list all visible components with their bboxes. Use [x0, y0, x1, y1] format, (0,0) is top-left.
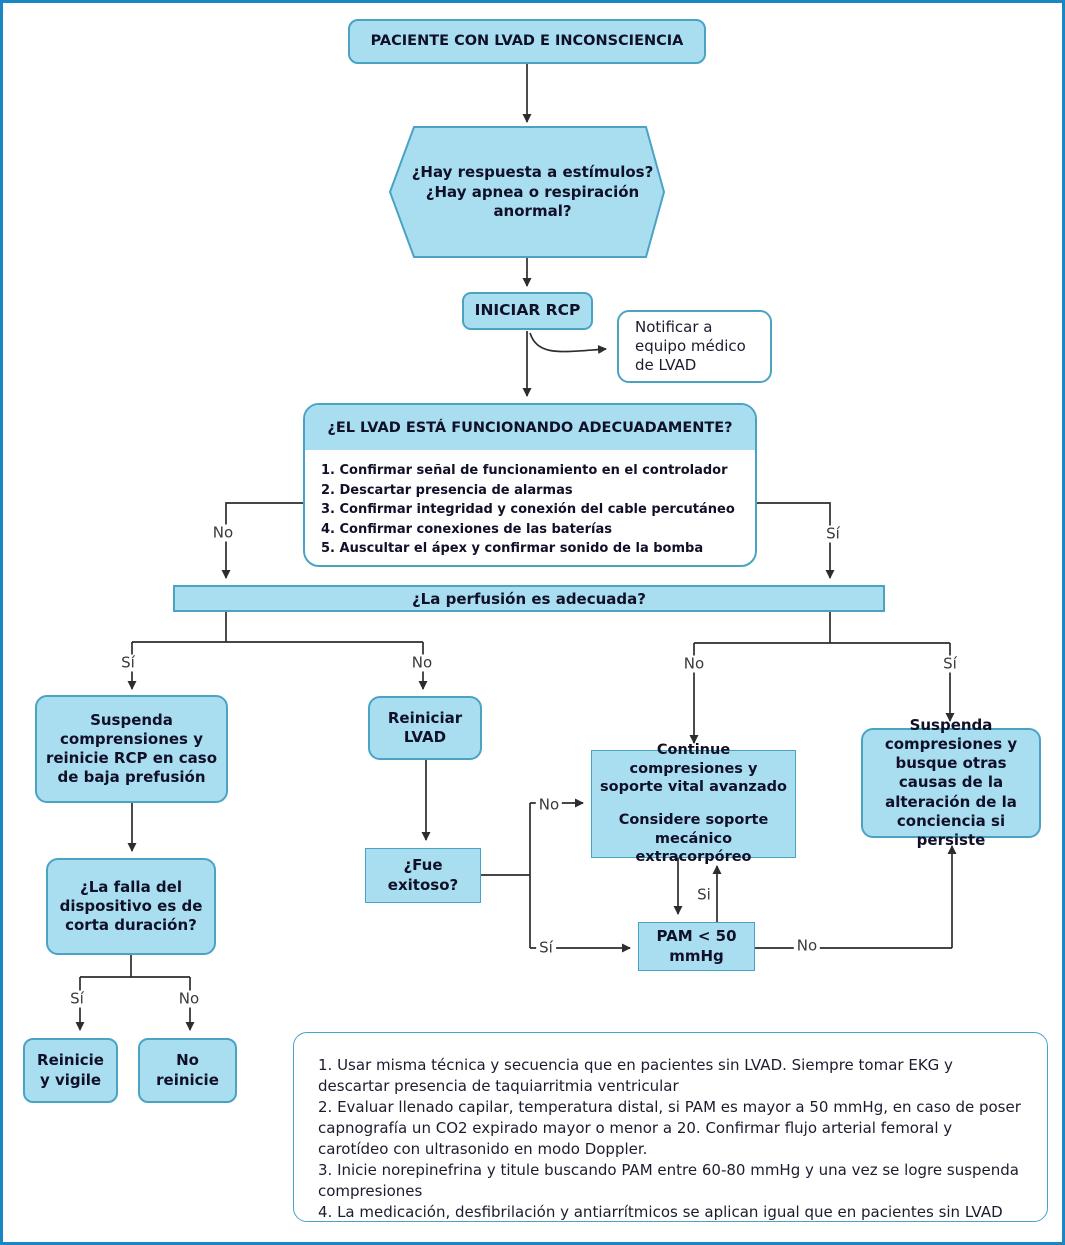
edge-label-perf-left-si: Sí [118, 654, 138, 672]
footnote-3: 3. Inicie norepinefrina y titule buscand… [318, 1161, 1019, 1200]
check-item-3: 3. Confirmar integridad y conexión del c… [321, 502, 735, 517]
device-failure-node: ¿La falla del dispositivo es de corta du… [46, 858, 216, 955]
pam-node: PAM < 50 mmHg [638, 922, 755, 971]
continue-line-1: Continue compresiones y soporte vital av… [600, 742, 787, 796]
edge-label-lvad-si: Sí [823, 525, 843, 543]
restart-watch-node: Reinicie y vigile [23, 1038, 118, 1103]
no-restart-node: No reinicie [138, 1038, 237, 1103]
lvad-check-node: ¿EL LVAD ESTÁ FUNCIONANDO ADECUADAMENTE?… [303, 403, 757, 567]
edge-label-lvad-no: No [209, 524, 237, 542]
stimuli-line-1: ¿Hay respuesta a estímulos? [411, 163, 654, 182]
edge-label-pam-si: Si [694, 886, 714, 904]
check-item-1: 1. Confirmar señal de funcionamiento en … [321, 463, 728, 478]
notify-team-text: Notificar a equipo médico de LVAD [635, 317, 746, 375]
edge-label-failure-si: Sí [67, 990, 87, 1008]
iniciar-rcp-node: INICIAR RCP [462, 292, 593, 330]
restart-lvad-node: Reiniciar LVAD [368, 696, 482, 760]
edge-label-perf-left-no: No [408, 654, 436, 672]
edge-label-failure-no: No [175, 990, 203, 1008]
was-successful-node: ¿Fue exitoso? [365, 848, 481, 903]
start-node: PACIENTE CON LVAD E INCONSCIENCIA [348, 19, 706, 64]
footnotes-box: 1. Usar misma técnica y secuencia que en… [293, 1032, 1048, 1222]
continue-line-2: Considere soporte mecánico extracorpóreo [618, 812, 769, 866]
perfusion-bar-node: ¿La perfusión es adecuada? [173, 585, 885, 612]
notify-team-note: Notificar a equipo médico de LVAD [617, 310, 772, 383]
edge-label-perf-right-no: No [680, 655, 708, 673]
check-item-4: 4. Confirmar conexiones de las baterías [321, 521, 612, 537]
edge-label-success-no: No [535, 796, 563, 814]
continue-compressions-node: Continue compresiones y soporte vital av… [591, 742, 796, 865]
edge-label-pam-no: No [793, 937, 821, 955]
lvad-check-title: ¿EL LVAD ESTÁ FUNCIONANDO ADECUADAMENTE? [305, 405, 755, 450]
edge-label-success-si: Sí [536, 939, 556, 957]
stimuli-decision-node: ¿Hay respuesta a estímulos? ¿Hay apnea o… [395, 145, 670, 240]
check-item-5: 5. Auscultar el ápex y confirmar sonido … [321, 541, 704, 556]
footnote-2: 2. Evaluar llenado capilar, temperatura … [318, 1098, 1021, 1158]
stimuli-line-2: ¿Hay apnea o respiración anormal? [425, 182, 640, 221]
suspend-compressions-right-node: Suspenda compresiones y busque otras cau… [861, 716, 1041, 849]
edge-label-perf-right-si: Sí [940, 655, 960, 673]
hexagon-shape [388, 126, 666, 258]
lvad-check-list: 1. Confirmar señal de funcionamiento en … [305, 450, 755, 559]
suspend-compressions-left-node: Suspenda comprensiones y reinicie RCP en… [35, 695, 228, 803]
check-item-2: 2. Descartar presencia de alarmas [321, 482, 573, 498]
footnote-1: 1. Usar misma técnica y secuencia que en… [318, 1056, 953, 1095]
footnote-4: 4. La medicación, desfibrilación y antia… [318, 1203, 1003, 1221]
